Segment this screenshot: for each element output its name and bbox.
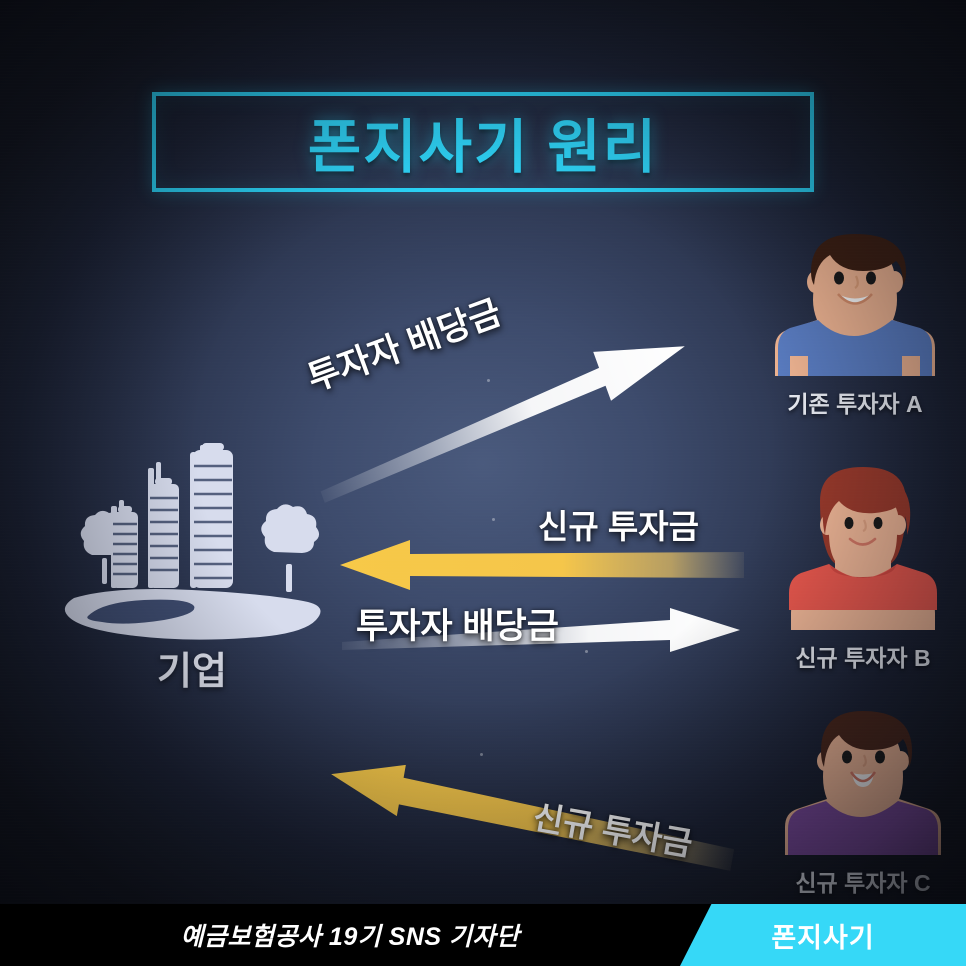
investor-a-node: 기존 투자자 A: [760, 216, 950, 419]
arrow-newfunds-b: [340, 540, 744, 595]
investor-c-node: 신규 투자자 C: [768, 695, 958, 898]
person-avatar-icon: [785, 711, 941, 855]
investor-b-node: 신규 투자자 B: [768, 455, 958, 673]
footer-tab[interactable]: 폰지사기: [680, 904, 966, 966]
investor-c-label: 신규 투자자 C: [795, 870, 931, 896]
sparkle-dot: [487, 379, 490, 382]
arrow-label-dividend-b: 투자자 배당금: [356, 607, 559, 646]
footer-bar: 예금보험공사 19기 SNS 기자단 폰지사기: [0, 904, 966, 966]
arrow-label-newfunds-b: 신규 투자금: [538, 508, 699, 545]
person-avatar-icon: [775, 234, 935, 376]
footer-tab-label: 폰지사기: [771, 922, 875, 953]
city-buildings-icon: [64, 443, 321, 640]
sparkle-dot: [492, 518, 495, 521]
sparkle-dot: [480, 753, 483, 756]
person-avatar-icon: [789, 467, 937, 630]
company-label: 기업: [157, 651, 227, 693]
title-box: 폰지사기 원리: [152, 92, 814, 192]
page-title: 폰지사기 원리: [307, 115, 659, 180]
footer-credit: 예금보험공사 19기 SNS 기자단: [180, 923, 520, 951]
company-node: 기업: [62, 440, 322, 710]
arrow-label-dividend-a: 투자자 배당금: [302, 292, 507, 399]
sparkle-dot: [585, 650, 588, 653]
investor-a-label: 기존 투자자 A: [787, 391, 923, 417]
investor-b-label: 신규 투자자 B: [795, 645, 931, 671]
